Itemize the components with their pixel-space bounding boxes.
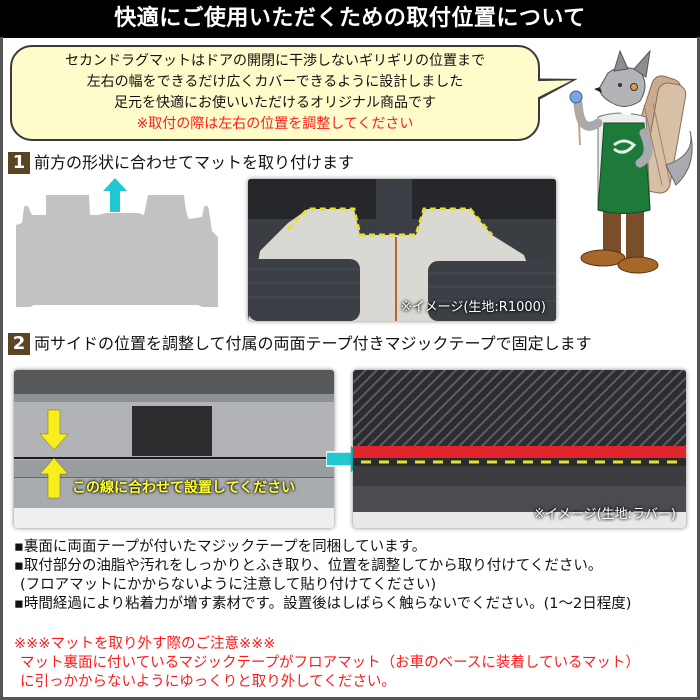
frame-border-right [697, 37, 700, 700]
floor-mat-shape-diagram [16, 195, 218, 307]
intro-warning: ※取付の際は左右の位置を調整してください [136, 116, 414, 132]
intro-speech-bubble: セカンドラグマットはドアの開閉に干渉しないギリギリの位置まで 左右の幅をできるだ… [10, 45, 540, 141]
instruction-item: ▪裏面に両面テープが付いたマジックテープを同梱しています。 [14, 539, 427, 555]
step2-heading: 2 両サイドの位置を調整して付属の両面テープ付きマジックテープで固定します [8, 333, 592, 355]
removal-notice-title: ※※※マットを取り外す際のご注意※※※ [14, 636, 276, 652]
step2-photo-caption: ※イメージ(生地:ラバー) [533, 507, 676, 522]
frame-border-left [0, 37, 3, 700]
instruction-item: ▪時間経過により粘着力が増す素材です。設置後はしばらく触らないでください。(1～… [14, 596, 632, 612]
instruction-subnote: (フロアマットにかからないように注意して貼り付けてください) [20, 577, 437, 593]
removal-notice-line: に引っかからないようにゆっくりと取り外してください。 [20, 674, 396, 690]
arrow-up-icon [103, 178, 127, 212]
guide-line-label: この線に合わせて設置してください [72, 480, 296, 496]
step2-rubber-mat-photo: ※イメージ(生地:ラバー) [353, 370, 686, 528]
removal-notice-line: マット裏面に付いているマジックテープがフロアマット（お車のベースに装着しているマ… [20, 655, 640, 671]
step2-badge: 2 [8, 333, 30, 355]
step1-car-floor-photo: ※イメージ(生地:R1000) [248, 179, 556, 321]
step2-sill-photo [14, 370, 334, 528]
frame-border-bottom [0, 697, 700, 700]
rubber-mat-edge-illustration [353, 370, 686, 528]
step1-heading-text: 前方の形状に合わせてマットを取り付けます [34, 153, 355, 172]
wolf-mascot-illustration [569, 49, 693, 274]
instruction-list: ▪裏面に両面テープが付いたマジックテープを同梱しています。 ▪取付部分の油脂や汚… [14, 538, 631, 614]
intro-line: セカンドラグマットはドアの開閉に干渉しないギリギリの位置まで [65, 53, 485, 69]
door-sill-illustration [14, 370, 334, 528]
step1-photo-caption: ※イメージ(生地:R1000) [400, 300, 546, 315]
car-floor-illustration [248, 179, 556, 321]
page-title: 快適にご使用いただくための取付位置について [0, 0, 700, 38]
intro-line: 足元を快適にお使いいただけるオリジナル商品です [114, 95, 436, 111]
step1-badge: 1 [8, 152, 30, 174]
instruction-item: ▪取付部分の油脂や汚れをしっかりとふき取り、位置を調整してから取り付けてください… [14, 558, 603, 574]
step1-heading: 1 前方の形状に合わせてマットを取り付けます [8, 152, 354, 174]
removal-notice: ※※※マットを取り外す際のご注意※※※ マット裏面に付いているマジックテープがフ… [14, 635, 640, 692]
intro-line: 左右の幅をできるだけ広くカバーできるように設計しました [86, 74, 464, 90]
step2-heading-text: 両サイドの位置を調整して付属の両面テープ付きマジックテープで固定します [34, 334, 592, 353]
